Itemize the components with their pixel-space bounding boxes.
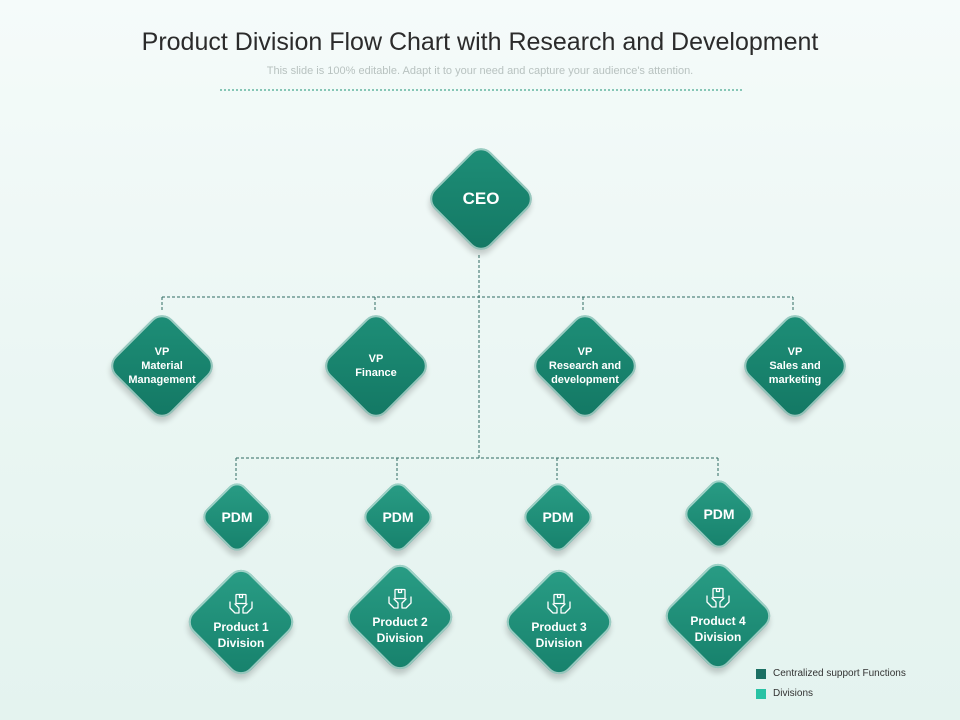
product-label-line2: Division xyxy=(535,636,583,650)
vp-label-line: Management xyxy=(128,374,196,386)
legend-item-centralized: Centralized support Functions xyxy=(756,668,906,679)
vp-node-finance: VP Finance xyxy=(319,309,433,423)
vp-node-material-management: VP Material Management xyxy=(105,309,219,423)
pdm-node-2: PDM xyxy=(359,478,437,556)
vp-label-line: VP xyxy=(154,346,170,358)
pdm-label: PDM xyxy=(542,509,574,525)
legend-item-divisions: Divisions xyxy=(756,688,813,699)
pdm-node-3: PDM xyxy=(519,478,597,556)
page-title: Product Division Flow Chart with Researc… xyxy=(141,28,819,56)
legend-swatch xyxy=(756,688,766,699)
product-division-node-1: Product 1 Division xyxy=(183,564,299,680)
ceo-label: CEO xyxy=(462,189,500,208)
box-in-hands-icon xyxy=(547,593,571,614)
title-divider xyxy=(220,89,742,91)
pdm-label: PDM xyxy=(382,509,414,525)
product-label-line1: Product 2 xyxy=(372,615,428,629)
legend-swatch xyxy=(756,668,766,679)
page-subtitle: This slide is 100% editable. Adapt it to… xyxy=(266,65,694,77)
product-division-node-2: Product 2 Division xyxy=(342,559,458,675)
box-in-hands-icon xyxy=(388,588,412,609)
product-label-line2: Division xyxy=(217,636,265,650)
vp-label-line: Research and xyxy=(548,360,622,372)
product-label-line2: Division xyxy=(694,630,742,644)
legend-label: Centralized support Functions xyxy=(773,668,906,679)
box-in-hands-icon xyxy=(706,587,730,608)
vp-label-line: marketing xyxy=(768,374,822,386)
product-label-line1: Product 3 xyxy=(531,620,587,634)
pdm-node-1: PDM xyxy=(198,478,276,556)
vp-label-line: Material xyxy=(141,360,183,372)
pdm-label: PDM xyxy=(703,506,735,522)
vp-label-line: Sales and xyxy=(769,360,821,372)
pdm-label: PDM xyxy=(221,509,253,525)
ceo-node: CEO xyxy=(424,142,538,256)
box-in-hands-icon xyxy=(229,593,253,614)
product-division-node-3: Product 3 Division xyxy=(501,564,617,680)
product-division-node-4: Product 4 Division xyxy=(660,558,776,674)
product-label-line1: Product 4 xyxy=(690,614,746,628)
vp-label-line: Finance xyxy=(355,367,397,379)
vp-label-line: VP xyxy=(787,346,803,358)
legend-label: Divisions xyxy=(773,688,814,699)
vp-label-line: VP xyxy=(368,353,384,365)
vp-node-sales-marketing: VP Sales and marketing xyxy=(738,309,852,423)
product-label-line1: Product 1 xyxy=(213,620,269,634)
vp-label-line: VP xyxy=(577,346,593,358)
vp-node-research-development: VP Research and development xyxy=(528,309,642,423)
product-label-line2: Division xyxy=(376,631,424,645)
vp-label-line: development xyxy=(551,374,619,386)
pdm-node-4: PDM xyxy=(680,475,758,553)
